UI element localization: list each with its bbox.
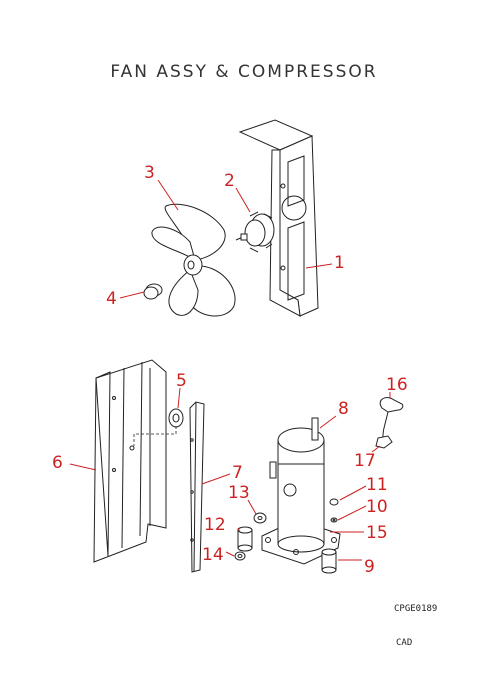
callout-4: 4 <box>106 289 117 309</box>
diagram-title: FAN ASSY & COMPRESSOR <box>110 62 378 82</box>
callout-7: 7 <box>232 463 243 483</box>
callout-leaders <box>69 179 391 561</box>
callout-12: 12 <box>204 515 226 535</box>
drawing-code: CPGE0189 <box>394 604 438 614</box>
callout-17: 17 <box>354 451 376 471</box>
callout-14: 14 <box>202 545 224 565</box>
nut-and-washer <box>329 498 339 523</box>
compressor <box>261 417 341 565</box>
side-panel <box>93 359 167 563</box>
callout-16: 16 <box>386 375 408 395</box>
fan-nut <box>143 283 163 300</box>
rubber-foot <box>321 548 337 574</box>
callout-8: 8 <box>338 399 349 419</box>
partition-plate <box>189 401 205 573</box>
fan-motor <box>235 211 275 253</box>
clip-and-wire <box>375 397 404 449</box>
callout-1: 1 <box>334 253 345 273</box>
callout-10: 10 <box>366 497 388 517</box>
callout-6: 6 <box>52 453 63 473</box>
grommet <box>133 408 184 446</box>
callout-13: 13 <box>228 483 250 503</box>
callout-5: 5 <box>176 371 187 391</box>
callout-11: 11 <box>366 475 388 495</box>
fan-bracket <box>238 119 319 317</box>
callout-3: 3 <box>144 163 155 183</box>
callout-15: 15 <box>366 523 388 543</box>
source-label: CAD <box>396 638 413 648</box>
fan-blade <box>151 203 236 317</box>
callout-numbers: 1 2 3 4 5 6 7 8 9 10 11 12 13 14 15 16 1… <box>52 163 408 577</box>
callout-2: 2 <box>224 171 235 191</box>
terminal-parts <box>234 512 267 561</box>
callout-9: 9 <box>364 557 375 577</box>
